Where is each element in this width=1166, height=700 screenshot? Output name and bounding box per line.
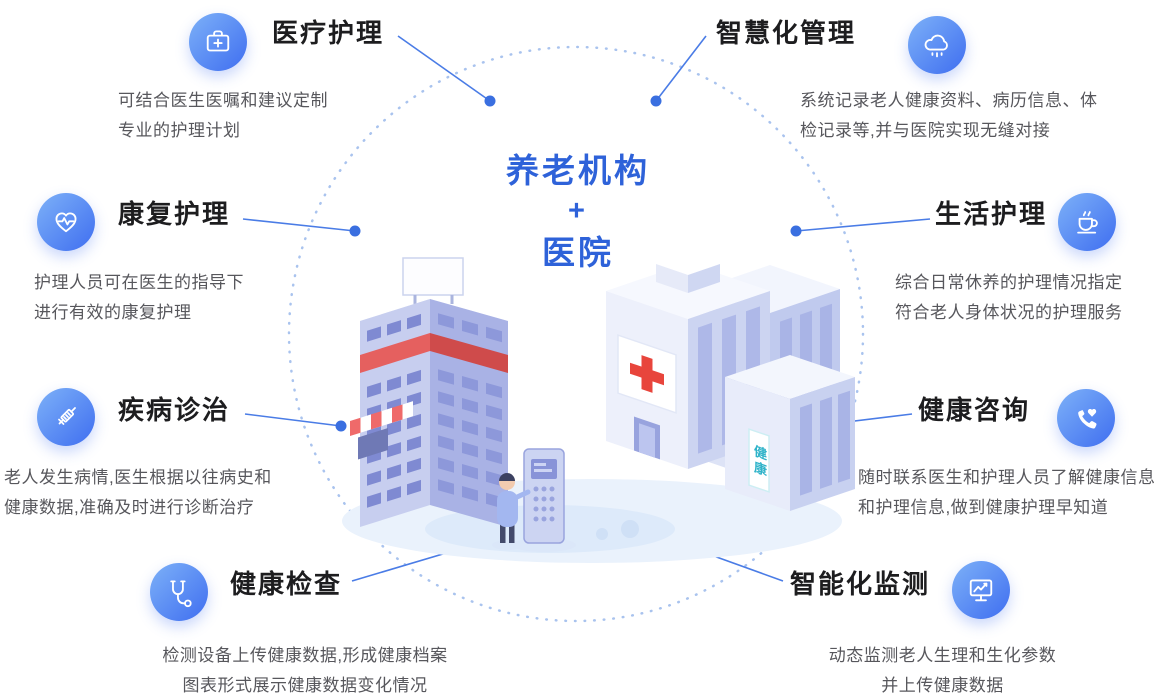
feature-title-smart-monitoring: 智能化监测 [790, 569, 931, 599]
feature-title-health-checkup: 健康检查 [230, 569, 343, 599]
desc-line: 符合老人身体状况的护理服务 [895, 303, 1123, 322]
connector-dot [790, 225, 802, 237]
desc-line: 检记录等,并与医院实现无缝对接 [800, 121, 1051, 140]
feature-title-medical-care: 医疗护理 [272, 18, 385, 48]
feature-desc-rehab-care: 护理人员可在医生的指导下 进行有效的康复护理 [34, 268, 244, 328]
feature-desc-disease-treatment: 老人发生病情,医生根据以往病史和 健康数据,准确及时进行诊断治疗 [4, 463, 272, 523]
center-title-line1: 养老机构 [506, 152, 650, 189]
feature-desc-medical-care: 可结合医生医嘱和建议定制 专业的护理计划 [118, 86, 328, 146]
center-title-plus: + [568, 195, 588, 227]
connector-dot [349, 225, 361, 237]
desc-line: 健康数据,准确及时进行诊断治疗 [4, 498, 255, 517]
desc-line: 随时联系医生和护理人员了解健康信息 [858, 468, 1156, 487]
feature-desc-health-checkup: 检测设备上传健康数据,形成健康档案 图表形式展示健康数据变化情况 [130, 641, 480, 700]
feature-desc-health-consult: 随时联系医生和护理人员了解健康信息 和护理信息,做到健康护理早知道 [858, 463, 1156, 523]
desc-line: 进行有效的康复护理 [34, 303, 192, 322]
feature-desc-life-care: 综合日常休养的护理情况指定 符合老人身体状况的护理服务 [895, 268, 1123, 328]
desc-line: 并上传健康数据 [881, 676, 1004, 695]
syringe-icon [37, 388, 95, 446]
feature-title-life-care: 生活护理 [935, 199, 1048, 229]
desc-line: 护理人员可在医生的指导下 [34, 273, 244, 292]
connector-dot [650, 95, 662, 107]
feature-desc-smart-management: 系统记录老人健康资料、病历信息、体 检记录等,并与医院实现无缝对接 [800, 86, 1098, 146]
center-title-line3: 医院 [542, 234, 614, 271]
feature-desc-smart-monitoring: 动态监测老人生理和生化参数 并上传健康数据 [815, 641, 1070, 700]
residential-tower [350, 257, 508, 527]
desc-line: 综合日常休养的护理情况指定 [895, 273, 1123, 292]
center-title: 养老机构 + 医院 [428, 150, 728, 273]
coffee-cup-icon [1058, 193, 1116, 251]
desc-line: 和护理信息,做到健康护理早知道 [858, 498, 1109, 517]
heart-pulse-icon [37, 193, 95, 251]
hospital-front-wing [725, 355, 855, 512]
feature-title-smart-management: 智慧化管理 [716, 18, 857, 48]
kiosk [512, 448, 576, 552]
connector-line [655, 35, 707, 102]
bush [621, 520, 639, 538]
hospital-sign-text: 健康 [752, 443, 767, 481]
connector-line [397, 35, 491, 102]
desc-line: 专业的护理计划 [118, 121, 241, 140]
phone-heart-icon [1057, 389, 1115, 447]
desc-line: 可结合医生医嘱和建议定制 [118, 91, 328, 110]
red-cross-icon [630, 355, 664, 393]
bush [596, 528, 608, 540]
connector-line [795, 218, 931, 232]
connector-line [244, 413, 342, 427]
first-aid-kit-icon [189, 13, 247, 71]
connector-dot [335, 420, 347, 432]
desc-line: 动态监测老人生理和生化参数 [828, 646, 1057, 665]
stethoscope-icon [150, 563, 208, 621]
connector-dot [484, 95, 496, 107]
connector-line [242, 218, 356, 232]
person [492, 473, 531, 550]
desc-line: 检测设备上传健康数据,形成健康档案 [162, 646, 448, 665]
feature-title-disease-treatment: 疾病诊治 [118, 395, 231, 425]
dotted-circle [287, 45, 865, 623]
monitor-chart-icon [952, 561, 1010, 619]
cloud-icon [908, 16, 966, 74]
feature-title-health-consult: 健康咨询 [918, 395, 1031, 425]
hospital-main-block [606, 253, 770, 469]
feature-title-rehab-care: 康复护理 [118, 199, 231, 229]
buildings-illustration [342, 253, 855, 563]
desc-line: 老人发生病情,医生根据以往病史和 [4, 468, 272, 487]
connector-lines [242, 35, 931, 582]
shop-awning [350, 401, 413, 460]
desc-line: 图表形式展示健康数据变化情况 [182, 676, 428, 695]
desc-line: 系统记录老人健康资料、病历信息、体 [800, 91, 1098, 110]
